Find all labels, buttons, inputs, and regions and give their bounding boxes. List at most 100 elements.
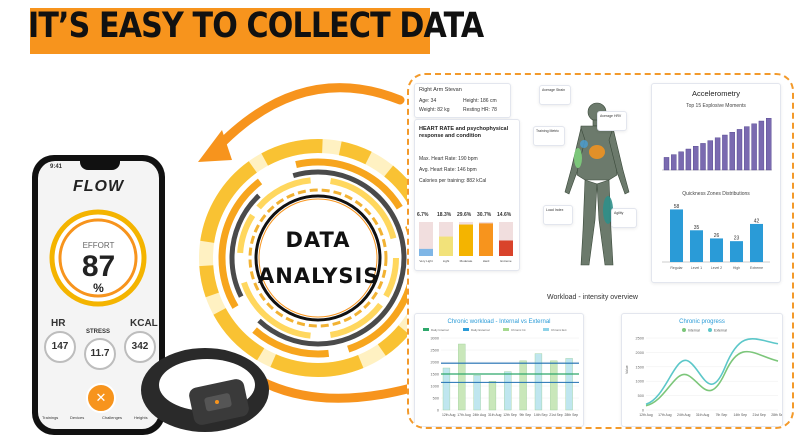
analytics-dashboard: Right Arm Stevan Age: 34 Height: 186 cm … [407, 73, 794, 429]
nav-heights[interactable]: Heights [134, 415, 148, 420]
accelerometry-card: Accelerometry Top 15 Explosive Moments Q… [651, 83, 781, 283]
athlete-name: Right Arm Stevan [419, 87, 462, 93]
workload-bar [458, 343, 466, 411]
legend-label: External [714, 329, 727, 333]
athlete-height: Height: 186 cm [463, 98, 497, 104]
explosive-bar [751, 123, 757, 171]
zone-bar [419, 248, 433, 256]
center-label-line2: ANALYSIS [258, 264, 380, 288]
legend-swatch [708, 328, 712, 332]
quickness-value: 42 [754, 218, 760, 224]
explosive-bar [707, 140, 713, 171]
body-label-box: Training Metric [533, 126, 565, 146]
body-heatmap [564, 102, 630, 266]
internal-series-line [645, 350, 779, 407]
zone-bar [439, 236, 453, 256]
chronic-workload-title: Chronic workload - Internal vs External [447, 319, 551, 325]
x-tick: 14th Sep [534, 413, 548, 417]
nav-challenges[interactable]: Challenges [102, 415, 123, 420]
y-tick: 2000 [636, 351, 644, 355]
nav-trainings[interactable]: Trainings [42, 415, 59, 420]
explosive-bar [722, 134, 728, 171]
explosive-bar [765, 117, 772, 171]
zone-bar [499, 240, 513, 256]
quickness-category: Level 2 [711, 266, 722, 270]
kcal-circle[interactable] [124, 331, 156, 363]
stress-value: 11.7 [90, 348, 110, 359]
chronic-workload-card: Chronic workload - Internal vs External … [414, 313, 584, 427]
legend-label: Chronic Ext [551, 328, 567, 332]
effort-label: EFFORT [82, 241, 115, 250]
legend-label: Internal [688, 329, 700, 333]
athlete-age: Age: 34 [419, 98, 437, 104]
x-tick: 28th Sep [565, 413, 579, 417]
body-label-box: Agility [611, 208, 637, 228]
explosive-bar [685, 148, 692, 171]
quickness-value: 58 [674, 204, 680, 210]
athlete-resting-hr: Resting HR: 78 [463, 107, 497, 113]
workload-bar [519, 360, 527, 411]
start-activity-button[interactable]: ✕ [86, 383, 116, 413]
hr-value: 147 [51, 341, 69, 352]
quickness-category: Level 1 [691, 266, 702, 270]
legend-swatch [543, 328, 549, 331]
x-tick: 14th Sep [733, 413, 747, 417]
hr-label: HR [51, 318, 66, 329]
effort-value: 87 [81, 250, 116, 283]
stress-circle[interactable] [84, 338, 116, 370]
quickness-bar [710, 238, 723, 262]
x-tick: 12th Sep [503, 413, 517, 417]
heart-rate-card: HEART RATE and psychophysical response a… [414, 119, 520, 271]
quickness-value: 26 [714, 233, 720, 239]
effort-gauge [49, 209, 147, 307]
legend-swatch [682, 328, 686, 332]
external-series-line [645, 338, 779, 406]
zone-label: Moderate [460, 259, 473, 263]
legend-swatch [423, 328, 429, 331]
y-tick: 500 [638, 394, 644, 398]
explosive-bar [758, 120, 765, 171]
y-tick: 1000 [636, 380, 644, 384]
x-tick: 9th Sep [519, 413, 531, 417]
explosive-bar [663, 157, 670, 171]
quickness-value: 35 [694, 225, 700, 231]
status-time: 9:41 [50, 164, 63, 170]
explosive-bar [700, 143, 706, 171]
zone-label: Hard [483, 259, 490, 263]
zone-bar [459, 224, 473, 256]
workload-bar [442, 367, 451, 411]
y-axis-label: Value [625, 365, 629, 374]
quickness-bar [670, 209, 683, 262]
x-tick: 31th Aug [696, 413, 710, 417]
nav-devices[interactable]: Devices [70, 415, 85, 420]
quickness-category: High [733, 266, 740, 270]
legend-label: Chronic Int [511, 328, 526, 332]
runner-icon: ✕ [95, 390, 107, 405]
shoulder-hotspot [580, 140, 588, 148]
chest-hotspot [589, 145, 605, 159]
upper-curved-arrow [210, 83, 405, 155]
x-tick: 21st Sep [549, 413, 562, 417]
athlete-weight: Weight: 82 kg [419, 107, 450, 113]
x-tick: 12th Aug [639, 413, 653, 417]
app-logo: FLOW [72, 178, 125, 195]
phone-screen: 9:41 FLOW EFFORT 87 % HR STRESS KCAL 147… [38, 161, 159, 429]
x-tick: 31th Aug [488, 413, 502, 417]
explosive-bar [744, 126, 750, 171]
phone-notch [80, 161, 120, 170]
y-tick: 2500 [431, 349, 439, 353]
workload-bar [504, 371, 512, 411]
x-tick: 7th Sep [716, 413, 728, 417]
y-tick: 2000 [431, 361, 439, 365]
center-label-line1: DATA [285, 228, 351, 252]
body-label-box: Average HRV [597, 111, 627, 131]
y-tick: 0 [437, 409, 439, 413]
hr-circle[interactable] [44, 331, 76, 363]
chronic-progress-title: Chronic progress [679, 319, 725, 325]
stress-label: STRESS [86, 329, 111, 335]
y-tick: 3000 [431, 337, 439, 341]
zone-bar [479, 223, 493, 256]
x-tick: 24th Aug [473, 413, 487, 417]
